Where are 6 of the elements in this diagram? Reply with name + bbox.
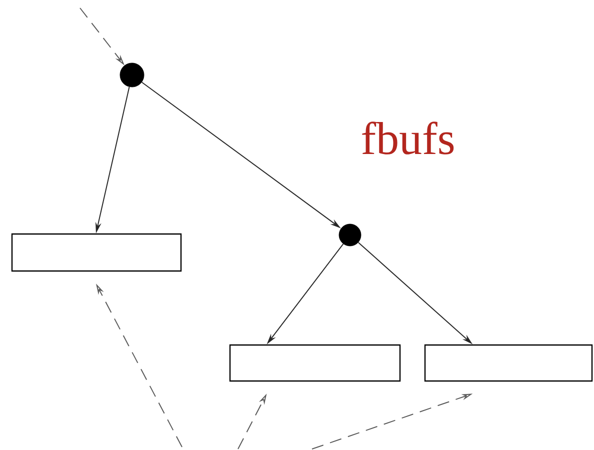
junction-dot xyxy=(120,62,144,88)
buffer-bar xyxy=(229,344,401,382)
buffer-bar xyxy=(424,344,593,382)
junction-dot xyxy=(338,224,362,246)
title: fbufs xyxy=(362,122,454,154)
buffer-bar xyxy=(11,233,182,272)
